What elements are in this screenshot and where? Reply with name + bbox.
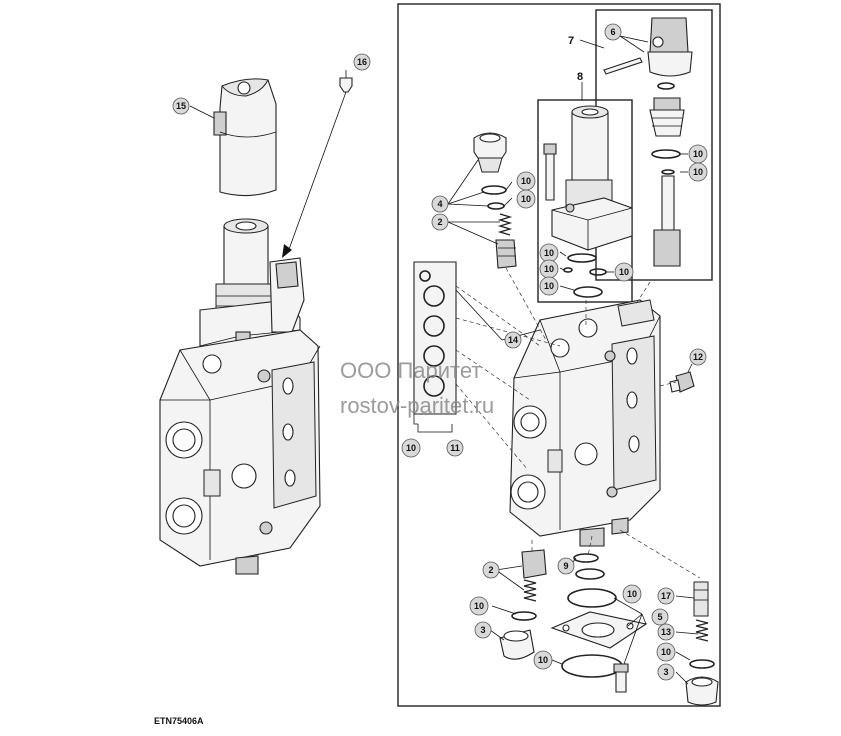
exploded-view-frame bbox=[397, 3, 721, 707]
plug-12-part bbox=[669, 371, 695, 393]
svg-text:17: 17 bbox=[661, 591, 671, 601]
callout-10-e: 10 bbox=[539, 243, 559, 263]
kit-7-parts bbox=[603, 17, 693, 267]
callout-10-j: 10 bbox=[469, 596, 489, 616]
valve-body-assembled bbox=[159, 329, 321, 575]
assembly-dash-lines bbox=[455, 267, 701, 579]
callout-10-i: 10 bbox=[401, 438, 421, 458]
lower-check-valve-parts bbox=[499, 549, 547, 660]
callout-17: 17 bbox=[657, 587, 675, 605]
callout-12: 12 bbox=[689, 348, 707, 366]
svg-text:10: 10 bbox=[544, 281, 554, 291]
svg-text:11: 11 bbox=[450, 443, 460, 453]
assembly-arrowhead bbox=[282, 244, 292, 258]
callout-10-d: 10 bbox=[688, 162, 708, 182]
svg-text:10: 10 bbox=[544, 248, 554, 258]
watermark-company: ООО Паритет bbox=[340, 358, 481, 383]
figure-id: ETN75406A bbox=[154, 716, 204, 726]
callout-10-c: 10 bbox=[688, 144, 708, 164]
callout-13: 13 bbox=[657, 623, 675, 641]
callout-10-m: 10 bbox=[656, 642, 676, 662]
solenoid-cap-part bbox=[213, 78, 277, 197]
callout-3-lower-left: 3 bbox=[474, 621, 492, 639]
svg-text:10: 10 bbox=[627, 589, 637, 599]
callout-3-lower-right: 3 bbox=[657, 663, 675, 681]
svg-text:10: 10 bbox=[693, 167, 703, 177]
connector-part bbox=[269, 257, 305, 333]
lower-right-parts bbox=[685, 581, 719, 706]
callout-10-b: 10 bbox=[516, 189, 536, 209]
svg-text:10: 10 bbox=[406, 443, 416, 453]
gasket-plate-part bbox=[413, 261, 457, 433]
callout-2-upper: 2 bbox=[431, 213, 449, 231]
callout-6: 6 bbox=[604, 23, 622, 41]
svg-text:5: 5 bbox=[657, 612, 662, 622]
callout-10-l: 10 bbox=[533, 650, 553, 670]
svg-text:10: 10 bbox=[619, 267, 629, 277]
watermark-url: rostov-paritet.ru bbox=[340, 393, 494, 418]
svg-text:10: 10 bbox=[521, 194, 531, 204]
callout-9: 9 bbox=[557, 557, 575, 575]
lower-flange-parts bbox=[550, 553, 648, 693]
svg-text:13: 13 bbox=[661, 627, 671, 637]
plug-part bbox=[339, 77, 353, 93]
callout-10-f: 10 bbox=[539, 259, 559, 279]
kit-8-box bbox=[537, 99, 633, 303]
label-7: 7 bbox=[568, 35, 574, 47]
callout-14: 14 bbox=[504, 331, 522, 349]
callout-10-h: 10 bbox=[539, 276, 559, 296]
svg-text:9: 9 bbox=[563, 561, 568, 571]
svg-text:3: 3 bbox=[480, 625, 485, 635]
assembled-valve-section bbox=[159, 77, 353, 575]
callout-10-a: 10 bbox=[516, 171, 536, 191]
svg-text:6: 6 bbox=[610, 27, 615, 37]
svg-text:10: 10 bbox=[661, 647, 671, 657]
svg-text:16: 16 bbox=[357, 57, 367, 67]
callout-15: 15 bbox=[172, 97, 190, 115]
svg-text:10: 10 bbox=[521, 176, 531, 186]
callout-10-k: 10 bbox=[622, 584, 642, 604]
svg-text:14: 14 bbox=[508, 335, 518, 345]
callout-11: 11 bbox=[446, 439, 464, 457]
svg-text:12: 12 bbox=[693, 352, 703, 362]
label-8: 8 bbox=[577, 71, 583, 83]
kit-8-parts bbox=[543, 105, 633, 298]
svg-text:10: 10 bbox=[474, 601, 484, 611]
svg-text:3: 3 bbox=[663, 667, 668, 677]
callout-5: 5 bbox=[651, 608, 669, 626]
callout-10-g: 10 bbox=[614, 262, 634, 282]
svg-text:10: 10 bbox=[544, 264, 554, 274]
svg-text:15: 15 bbox=[176, 101, 186, 111]
valve-body-exploded bbox=[509, 299, 661, 547]
callout-16: 16 bbox=[353, 53, 371, 71]
svg-text:10: 10 bbox=[538, 655, 548, 665]
svg-text:4: 4 bbox=[437, 199, 442, 209]
callout-2-lower: 2 bbox=[482, 561, 500, 579]
svg-text:2: 2 bbox=[437, 217, 442, 227]
assembly-arrow bbox=[287, 91, 347, 253]
callout-4: 4 bbox=[431, 195, 449, 213]
svg-text:10: 10 bbox=[693, 149, 703, 159]
upper-check-valve-parts bbox=[473, 132, 517, 269]
svg-text:2: 2 bbox=[488, 565, 493, 575]
